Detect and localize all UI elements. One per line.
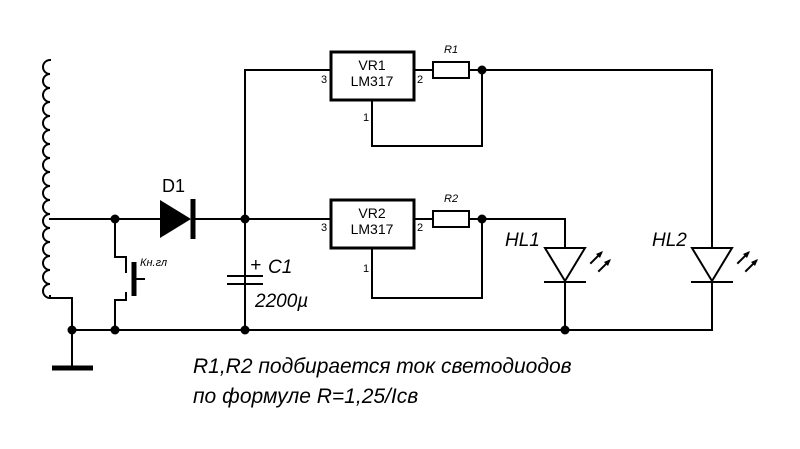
- c1-polarity: +: [250, 255, 261, 276]
- vr1-name: VR1: [358, 57, 385, 73]
- c1-value: 2200µ: [254, 291, 308, 312]
- regulator-vr2: VR2 LM317 3 2 1: [321, 198, 423, 275]
- regulator-vr1: VR1 LM317 3 2 1: [321, 50, 423, 124]
- hl2-label: HL2: [652, 230, 687, 251]
- note-line-2: по формуле R=1,25/Iсв: [193, 385, 418, 408]
- vr2-name: VR2: [358, 205, 385, 221]
- vr1-part: LM317: [351, 73, 394, 89]
- junction-dots: [67, 65, 570, 335]
- vr2-pin-in: 3: [321, 222, 327, 234]
- push-button-switch: Кн.гл: [131, 257, 167, 296]
- led-hl1-light-arrows-icon: [589, 251, 611, 273]
- led-hl1: HL1: [505, 230, 611, 283]
- vr2-pin-adj: 1: [363, 263, 369, 275]
- r1-label: R1: [444, 44, 458, 56]
- led-hl2-light-arrows-icon: [736, 251, 758, 273]
- led-hl2: HL2: [652, 230, 758, 283]
- diode-d1: D1: [160, 176, 196, 239]
- capacitor-c1: + C1 2200µ: [227, 255, 308, 331]
- d1-label: D1: [162, 176, 185, 196]
- switch-label: Кн.гл: [140, 257, 167, 269]
- vr1-pin-adj: 1: [363, 112, 369, 124]
- vr2-pin-out: 2: [417, 222, 423, 234]
- ground-symbol: [52, 329, 93, 371]
- transformer-coil: [42, 58, 52, 300]
- resistor-r1: R1: [432, 44, 470, 79]
- wires: [49, 69, 713, 331]
- vr2-part: LM317: [351, 221, 394, 237]
- r2-label: R2: [444, 193, 458, 205]
- hl1-label: HL1: [505, 230, 540, 251]
- vr1-pin-in: 3: [321, 74, 327, 86]
- formula-note: R1,R2 подбирается ток светодиодов по фор…: [193, 355, 572, 408]
- c1-label: C1: [268, 257, 292, 278]
- resistor-r2: R2: [432, 193, 470, 228]
- note-line-1: R1,R2 подбирается ток светодиодов: [193, 355, 572, 378]
- vr1-pin-out: 2: [417, 74, 423, 86]
